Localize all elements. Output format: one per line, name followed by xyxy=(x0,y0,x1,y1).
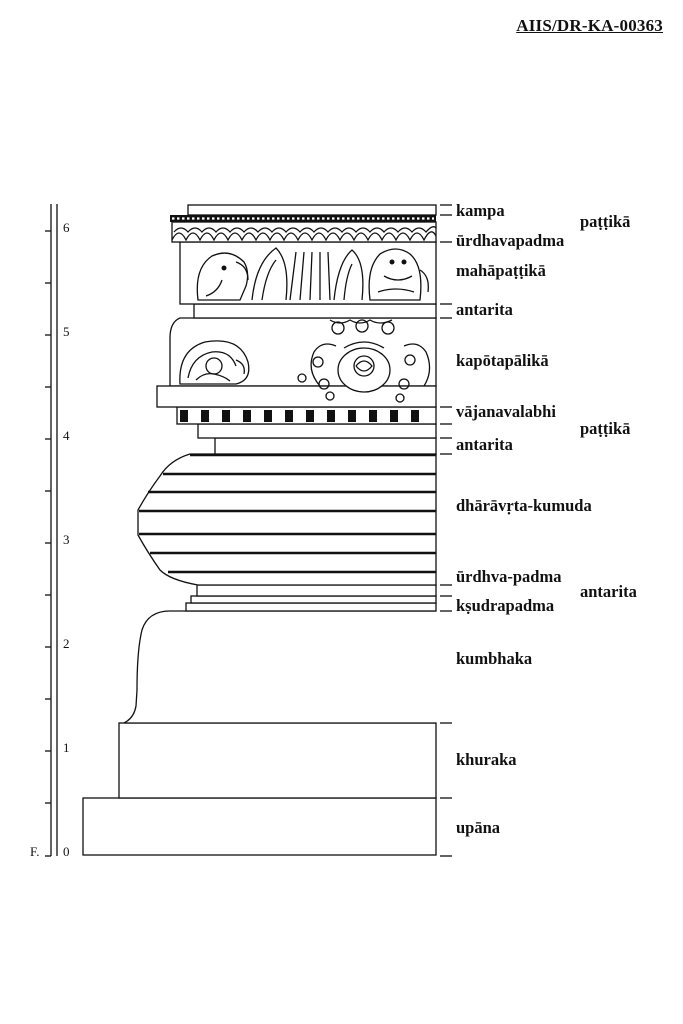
kumuda-flutes xyxy=(139,453,436,574)
urdhvapadma-scallops xyxy=(171,226,437,242)
scale-tick-marks xyxy=(45,230,51,857)
label-kumbhaka: kumbhaka xyxy=(456,649,532,668)
group-label-antarita-side: antarita xyxy=(580,582,637,601)
scale-tick-4: 4 xyxy=(63,428,70,443)
foliage-carving xyxy=(251,247,364,301)
khuraka-block xyxy=(118,722,437,799)
scale-tick-2: 2 xyxy=(63,636,70,651)
drawing-reference-code: AIIS/DR-KA-00363 xyxy=(516,16,663,35)
label-urdhvapadma: ūrdhavapadma xyxy=(456,231,564,250)
elephant-head-carving xyxy=(196,252,249,301)
scale-tick-0: 0 xyxy=(63,844,70,859)
antarita-strip-low xyxy=(190,595,437,604)
label-dharavrta-kumuda: dhārāvṛta-kumuda xyxy=(456,496,592,515)
scale-tick-3: 3 xyxy=(63,532,70,547)
label-ksudrapadma: kṣudrapadma xyxy=(456,596,554,615)
vase-foliage-carving xyxy=(297,319,431,403)
label-kampa: kampa xyxy=(456,201,505,220)
label-antarita-top: antarita xyxy=(456,300,513,319)
scale-tick-6: 6 xyxy=(63,220,70,235)
label-kapotapalika: kapōtapālikā xyxy=(456,351,549,370)
vajana-dentils xyxy=(180,410,419,422)
group-label-pattika-mid: paṭṭikā xyxy=(580,419,630,438)
scale-tick-5: 5 xyxy=(63,324,70,339)
urdhva-padma-strip xyxy=(196,584,437,597)
group-label-pattika-top: paṭṭikā xyxy=(580,212,630,231)
scale-tick-1: 1 xyxy=(63,740,70,755)
kumbhaka-block xyxy=(123,610,436,724)
label-vajanavalabhi: vājanavalabhi xyxy=(456,402,556,421)
antarita-top-strip xyxy=(193,303,437,319)
label-antarita-mid: antarita xyxy=(456,435,513,454)
division-tick-marks xyxy=(440,204,452,857)
vertical-scale: F. 0 1 2 3 4 5 6 xyxy=(30,204,70,859)
kapotapalika-lip xyxy=(156,385,437,408)
label-upana: upāna xyxy=(456,818,500,837)
lion-medallion-carving xyxy=(179,340,250,385)
label-mahapattika: mahāpaṭṭikā xyxy=(456,261,546,280)
upana-block xyxy=(82,797,437,856)
scale-floor-label: F. xyxy=(30,844,39,859)
lion-carving xyxy=(368,248,429,301)
moulding-labels: kampa ūrdhavapadma mahāpaṭṭikā antarita … xyxy=(456,201,637,837)
moulding-profile xyxy=(82,204,437,856)
label-urdhva-padma: ūrdhva-padma xyxy=(456,567,561,586)
label-khuraka: khuraka xyxy=(456,750,517,769)
antarita-mid-strip xyxy=(214,437,437,455)
ksudrapadma-strip xyxy=(185,602,437,612)
kampa-top-strip xyxy=(187,204,437,216)
antarita-mid-strip-upper xyxy=(197,423,437,439)
